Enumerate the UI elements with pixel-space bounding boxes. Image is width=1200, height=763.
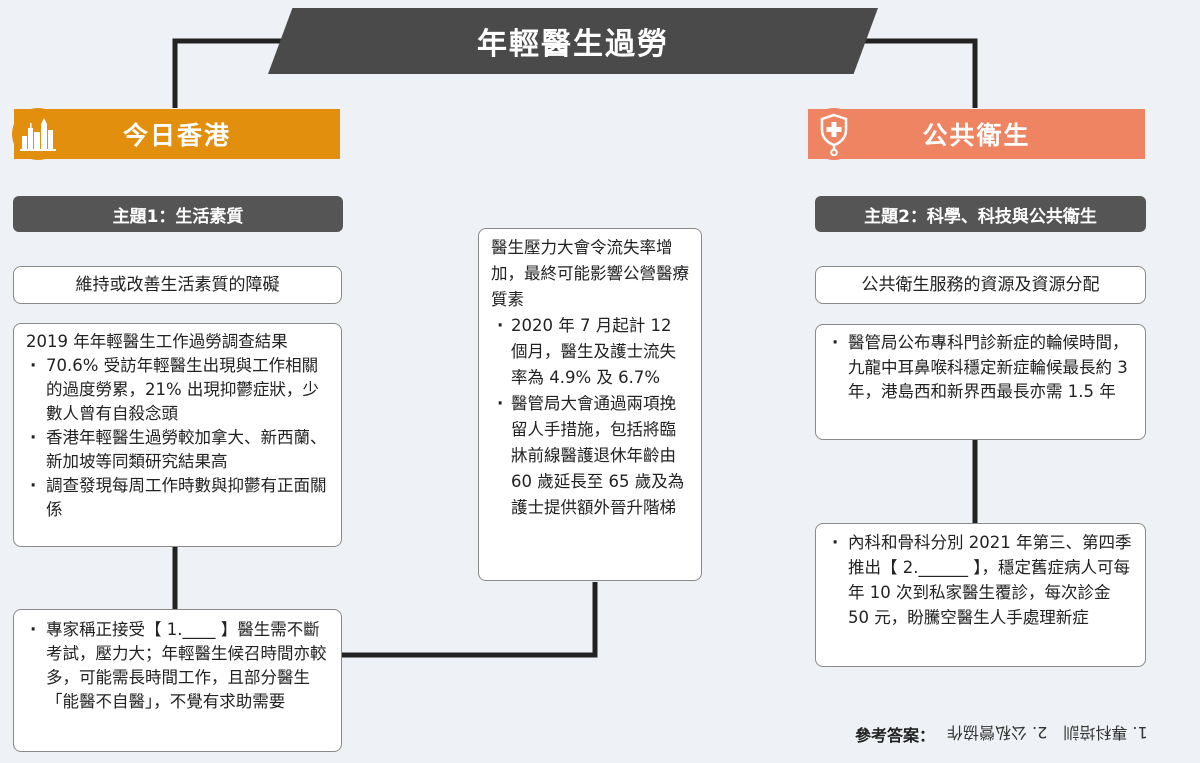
list-item: 專家稱正接受【 1.____ 】醫生需不斷考試，壓力大；年輕醫生候召時間亦較多，… [24,618,329,714]
answer-label: 參考答案： [855,726,936,745]
expert-opinion-box: 專家稱正接受【 1.____ 】醫生需不斷考試，壓力大；年輕醫生候召時間亦較多，… [13,609,342,752]
city-skyline-icon [12,108,64,160]
section-header-public-health: 公共衛生 [808,109,1145,159]
list-item: 醫管局公布專科門診新症的輪候時間，九龍中耳鼻喉科穩定新症輪候最長約 3 年，港島… [826,331,1133,405]
survey-heading: 2019 年年輕醫生工作過勞調查結果 [26,332,288,351]
list-item: 香港年輕醫生過勞較加拿大、新西蘭、新加坡等同類研究結果高 [24,426,329,474]
page-title: 年輕醫生過勞 [268,8,878,74]
middle-heading: 醫生壓力大會令流失率增加，最終可能影響公營醫療質素 [491,238,689,309]
waiting-time-box: 醫管局公布專科門診新症的輪候時間，九龍中耳鼻喉科穩定新症輪候最長約 3 年，港島… [815,324,1146,440]
list-item: 內科和骨科分別 2021 年第三、第四季推出【 2.______ 】，穩定舊症病… [826,530,1133,630]
subtopic-public-health-resources: 公共衛生服務的資源及資源分配 [815,266,1146,304]
list-item: 醫管局大會通過兩項挽留人手措施，包括將臨牀前線醫護退休年齡由 60 歲延長至 6… [491,391,689,521]
ppp-programme-box: 內科和骨科分別 2021 年第三、第四季推出【 2.______ 】，穩定舊症病… [815,523,1146,667]
answer-text-upside-down: 1. 專科培訓 2. 公私營協作 [947,723,1148,742]
section-header-today-hk: 今日香港 [14,109,340,159]
theme-2-bar: 主題2：科學、科技與公共衛生 [815,196,1146,232]
survey-results-box: 2019 年年輕醫生工作過勞調查結果 70.6% 受訪年輕醫生出現與工作相關的過… [13,323,342,547]
list-item: 70.6% 受訪年輕醫生出現與工作相關的過度勞累，21% 出現抑鬱症狀，少數人曾… [24,354,329,426]
attrition-impact-box: 醫生壓力大會令流失率增加，最終可能影響公營醫療質素 2020 年 7 月起計 1… [478,228,702,581]
section-header-label: 公共衛生 [922,121,1031,150]
list-item: 2020 年 7 月起計 12 個月，醫生及護士流失率為 4.9% 及 6.7% [491,313,689,391]
list-item: 調查發現每周工作時數與抑鬱有正面關係 [24,474,329,522]
reference-answers: 參考答案： 1. 專科培訓 2. 公私營協作 [855,722,1148,746]
medical-stethoscope-icon [808,108,860,160]
section-header-label: 今日香港 [122,121,231,150]
theme-1-bar: 主題1：生活素質 [13,196,343,232]
subtopic-quality-of-life: 維持或改善生活素質的障礙 [13,266,342,304]
